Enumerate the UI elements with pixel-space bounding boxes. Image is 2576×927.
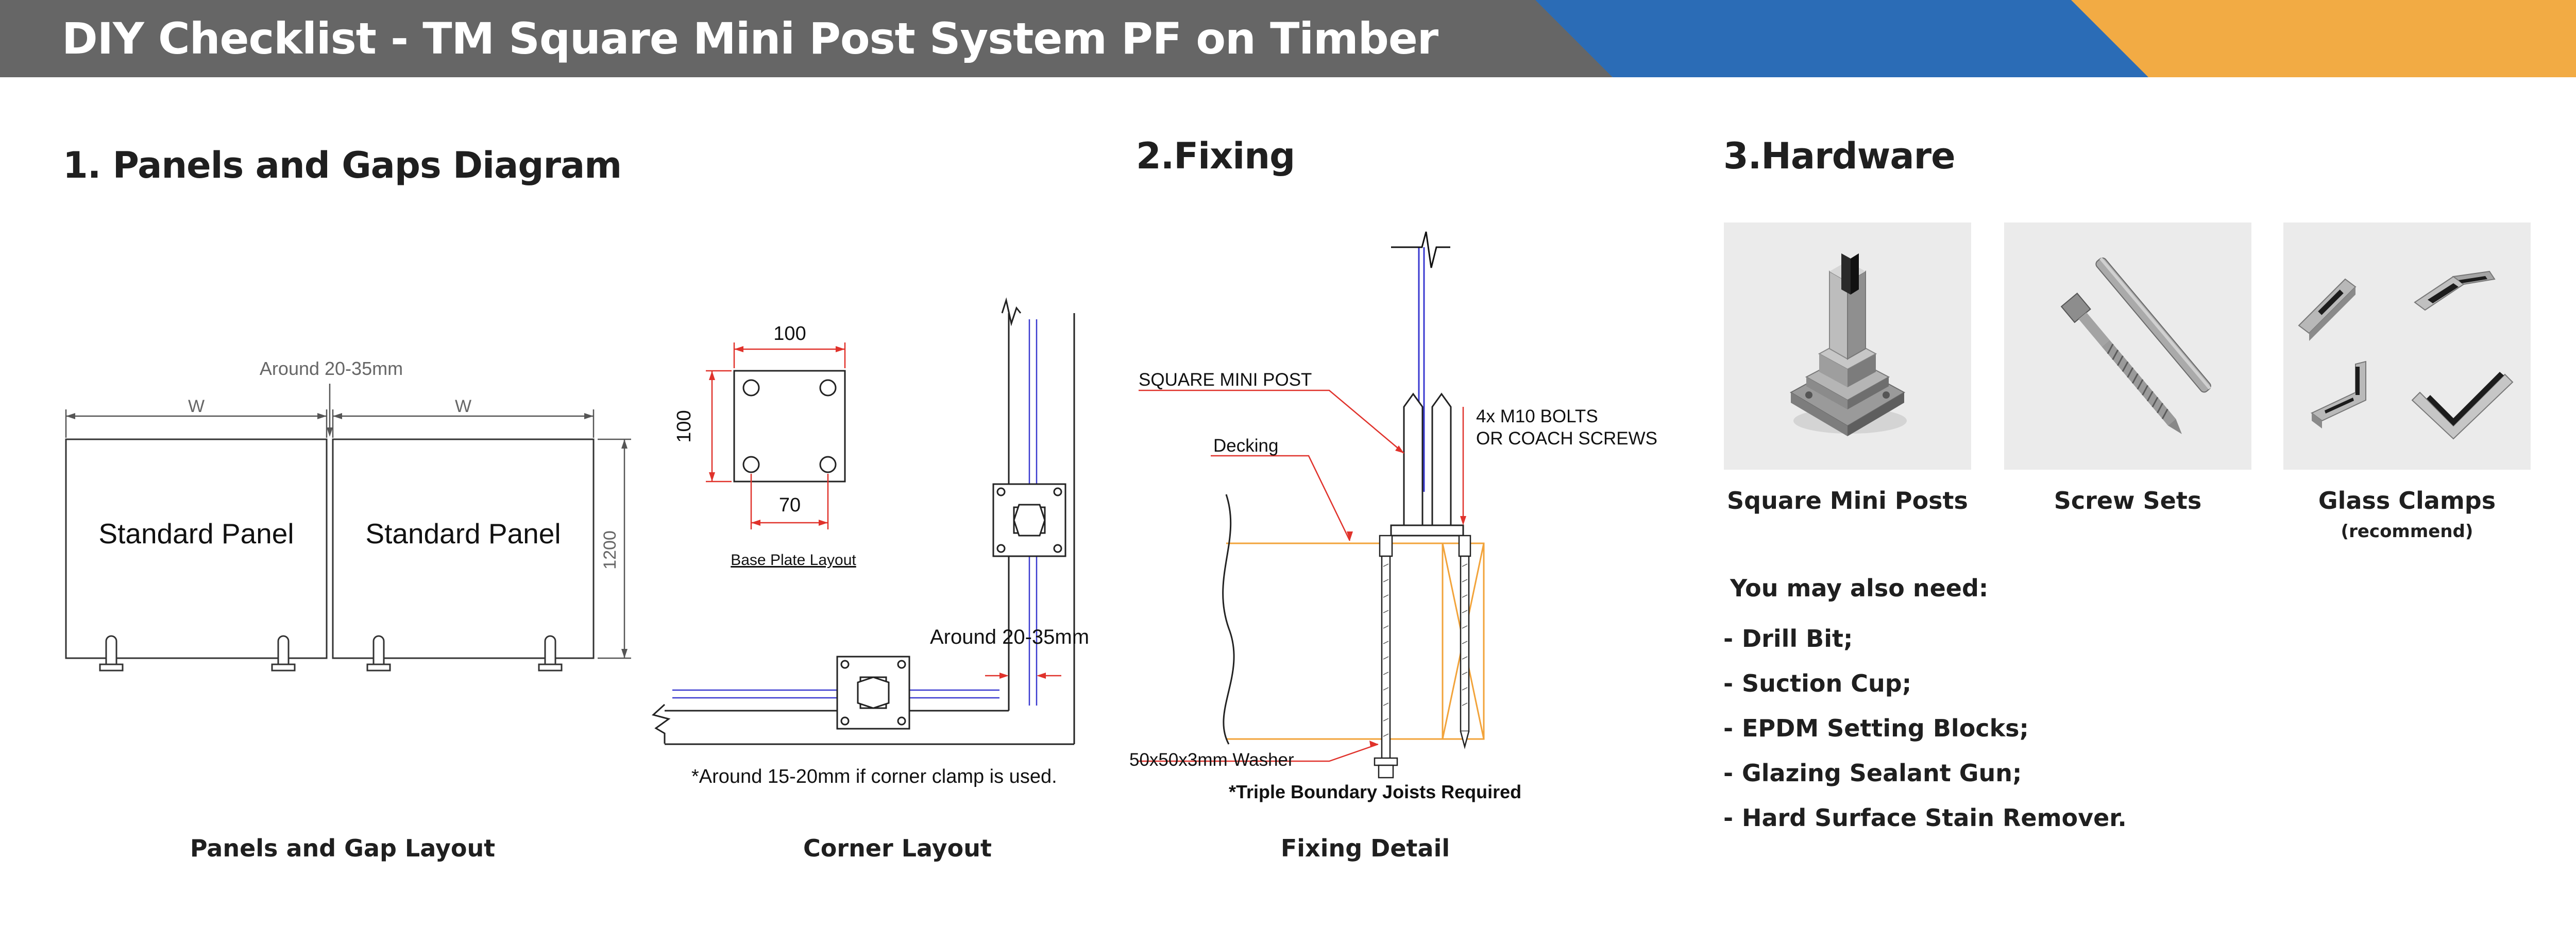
hardware-item-name-posts: Square Mini Posts — [1727, 487, 1968, 514]
bolts-label-line2: OR COACH SCREWS — [1476, 428, 1657, 449]
list-item: -Suction Cup; — [1723, 670, 1912, 697]
panel-left-label: Standard Panel — [98, 518, 294, 550]
banner-blue-band — [1525, 0, 2148, 77]
panel-right-label: Standard Panel — [365, 518, 561, 550]
decking-label: Decking — [1213, 436, 1278, 456]
list-item: -Drill Bit; — [1723, 625, 1853, 653]
list-item: -EPDM Setting Blocks; — [1723, 714, 2029, 742]
banner-orange-band — [2061, 0, 2576, 77]
header-banner — [0, 0, 2576, 77]
base-plate-layout: 100 100 70 Base Plate Layout — [673, 323, 856, 569]
post-label: SQUARE MINI POST — [1139, 370, 1312, 390]
also-need-title: You may also need: — [1730, 574, 1989, 602]
fixing-detail-diagram: SQUARE MINI POST 4x M10 BOLTS OR COACH S… — [1129, 231, 1657, 802]
list-item: -Glazing Sealant Gun; — [1723, 759, 2022, 787]
corner-clamp-note: *Around 15-20mm if corner clamp is used. — [691, 766, 1057, 787]
joists-note: *Triple Boundary Joists Required — [1229, 781, 1521, 802]
section-heading-hardware: 3.Hardware — [1723, 135, 1956, 177]
washer-label: 50x50x3mm Washer — [1129, 750, 1294, 770]
also-need-list: -Drill Bit; -Suction Cup; -EPDM Setting … — [1723, 616, 2127, 840]
caption-panels-layout: Panels and Gap Layout — [190, 834, 496, 862]
page-title: DIY Checklist - TM Square Mini Post Syst… — [62, 13, 1438, 64]
corner-gap-note: Around 20-35mm — [930, 626, 1089, 648]
base-plate-caption: Base Plate Layout — [731, 552, 856, 569]
section-heading-panels: 1. Panels and Gaps Diagram — [63, 144, 622, 186]
hardware-item-sub-clamps: (recommend) — [2341, 521, 2473, 542]
panel-left — [65, 438, 328, 659]
panel-right — [332, 438, 595, 659]
base-plate-height: 100 — [673, 410, 695, 442]
banner-grey-band — [0, 0, 1613, 77]
square-mini-post-photo — [1724, 222, 1971, 470]
caption-fixing-detail: Fixing Detail — [1280, 834, 1450, 862]
screw-set-photo — [2004, 222, 2251, 470]
base-plate-width: 100 — [773, 323, 806, 345]
width-label-left: W — [188, 397, 205, 416]
hardware-item-name-screws: Screw Sets — [2054, 487, 2202, 514]
list-item: -Hard Surface Stain Remover. — [1723, 804, 2127, 832]
hole-spacing: 70 — [779, 494, 801, 516]
glass-clamp-photo — [2283, 222, 2531, 470]
width-label-right: W — [455, 397, 471, 416]
panels-gap-diagram: Around 20-35mm W W Standard Panel Standa… — [65, 358, 631, 672]
corner-layout-diagram: 100 100 70 Base Plate Layout — [651, 297, 1089, 787]
caption-corner-layout: Corner Layout — [803, 834, 992, 862]
hardware-item-name-clamps: Glass Clamps — [2318, 487, 2496, 514]
height-label: 1200 — [600, 530, 620, 570]
section-heading-fixing: 2.Fixing — [1136, 135, 1295, 177]
gap-note: Around 20-35mm — [260, 358, 403, 379]
bolts-label-line1: 4x M10 BOLTS — [1476, 406, 1598, 426]
